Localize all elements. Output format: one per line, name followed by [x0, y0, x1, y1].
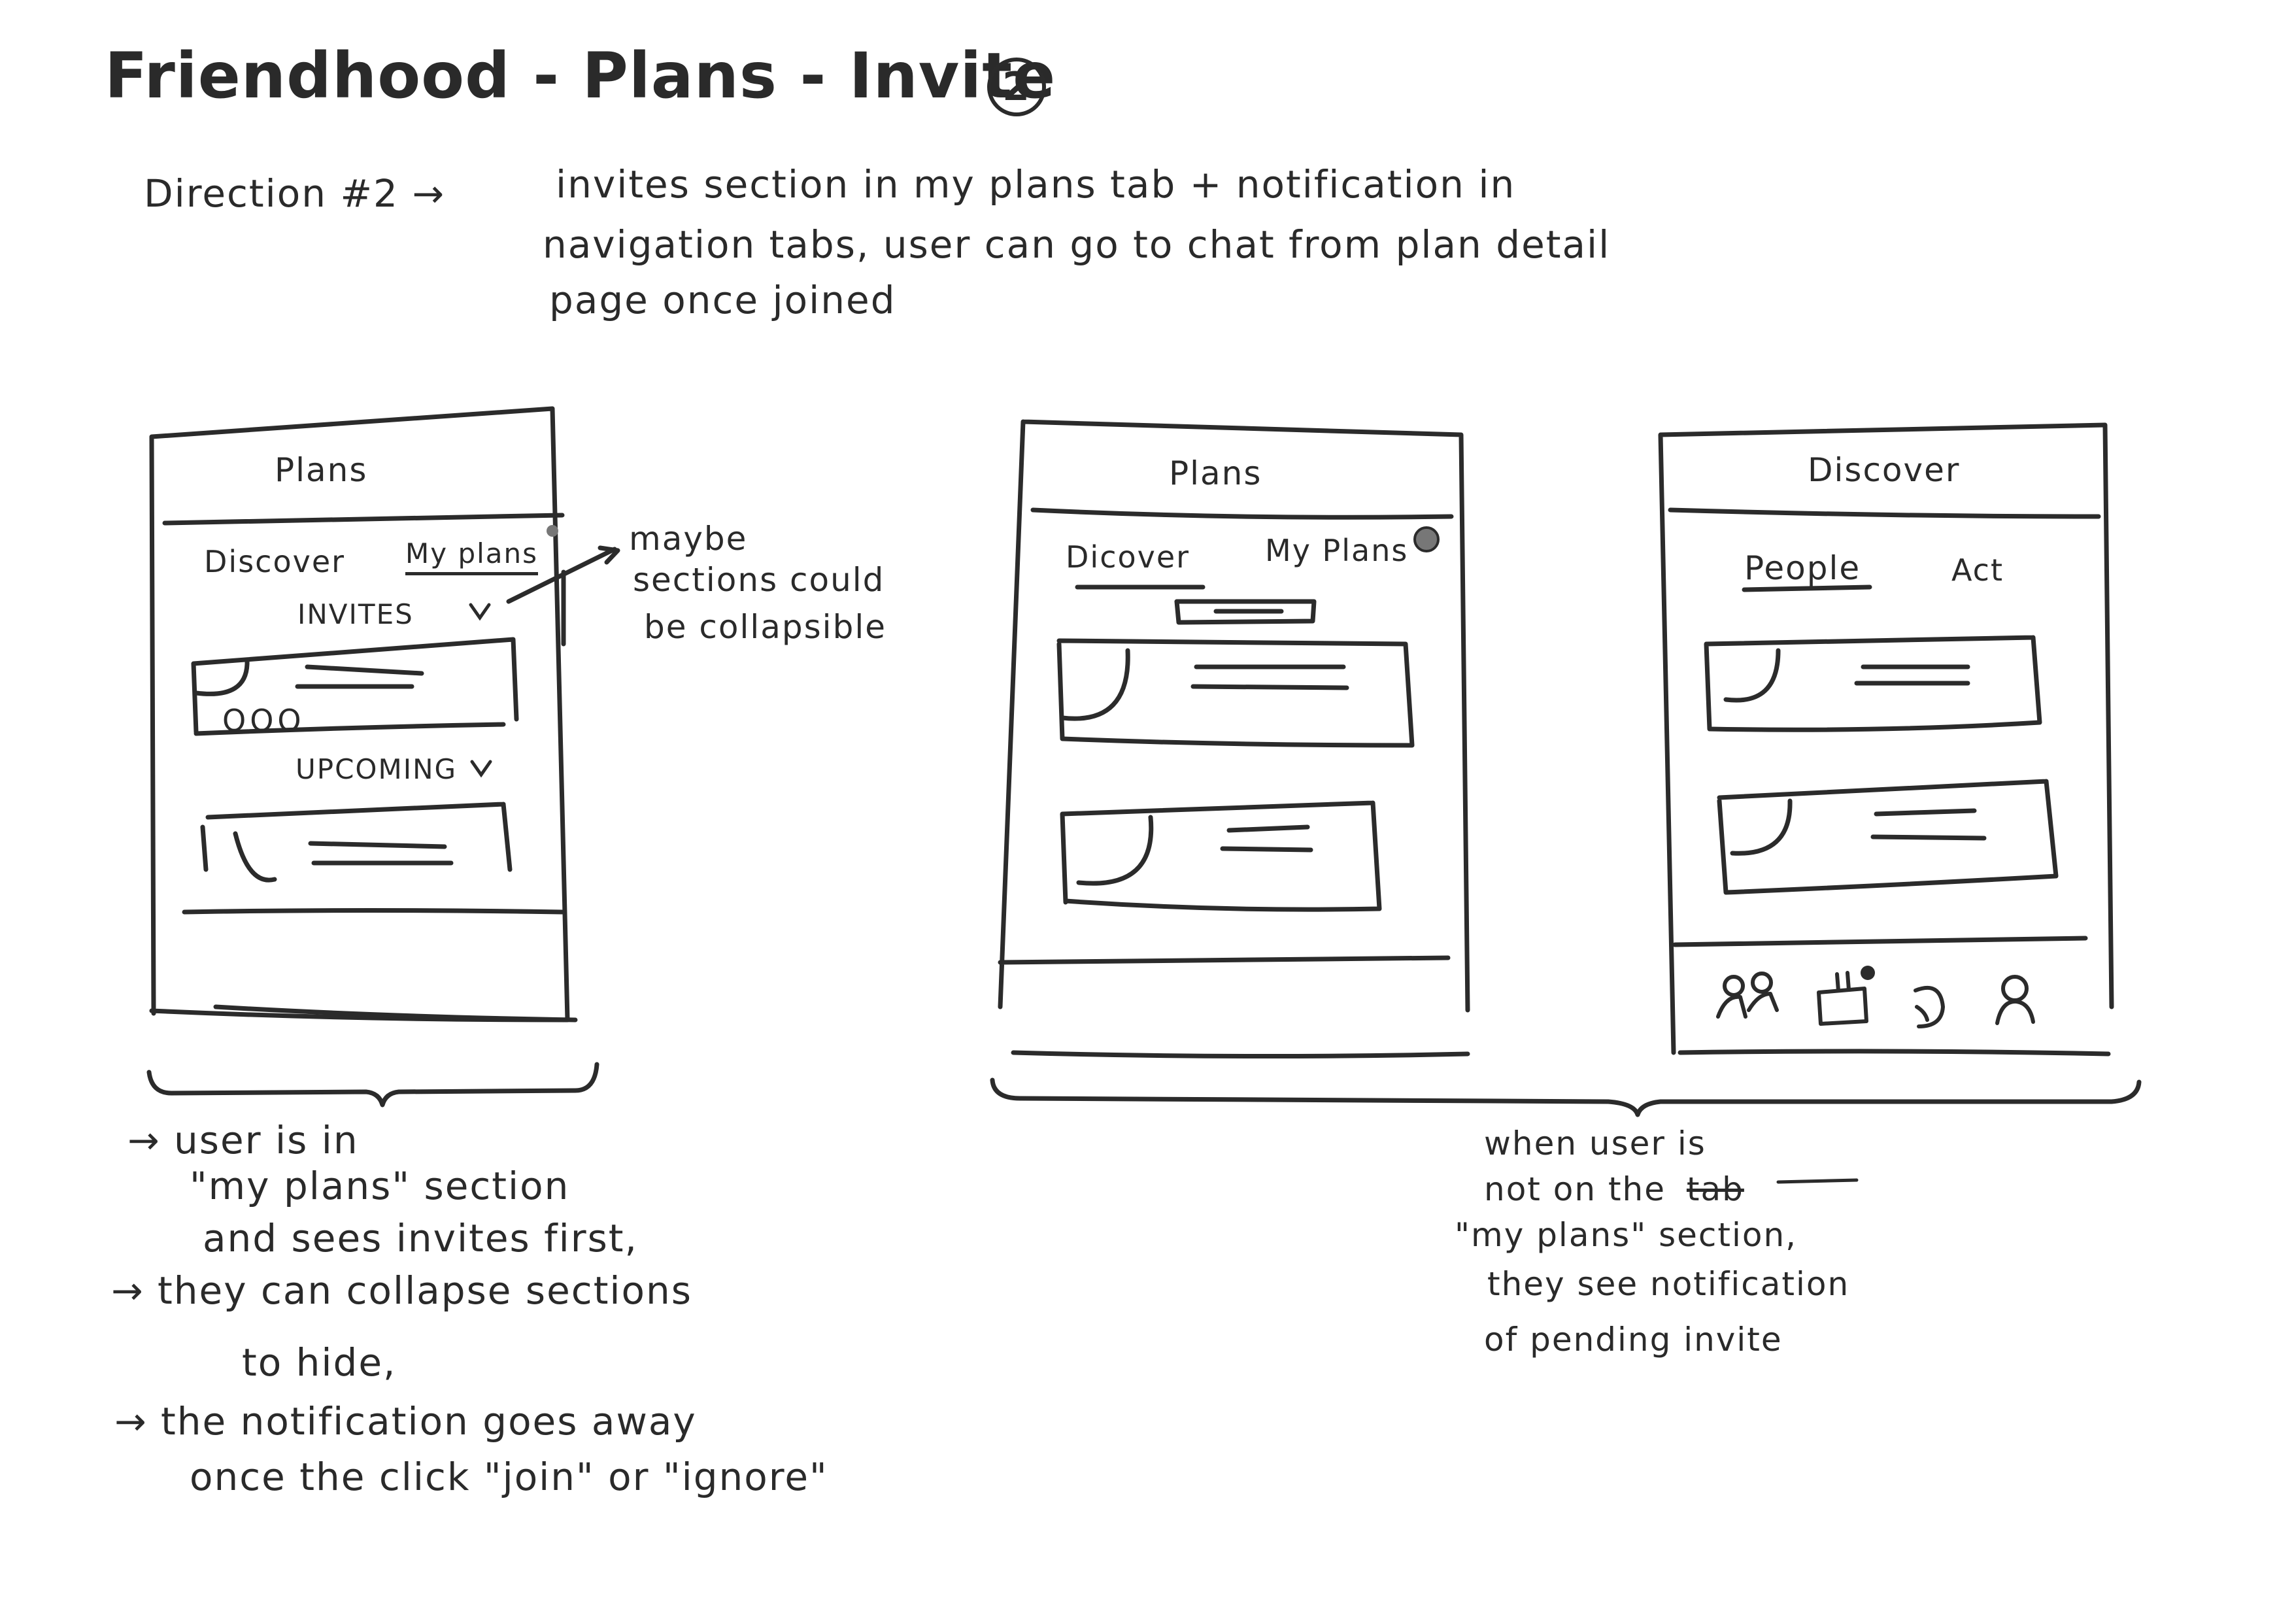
frame1-outline [149, 406, 570, 1023]
frame1-section-invites[interactable]: INVITES [297, 598, 414, 630]
left-note-line-3: and sees invites first, [203, 1216, 638, 1260]
frame2-card1-thumb [1060, 648, 1130, 721]
frame1-bottom-line [213, 1004, 578, 1023]
frame23-brace [990, 1077, 2142, 1117]
frame1-header-divider [162, 513, 565, 526]
direction-line-1: invites section in my plans tab + notifi… [556, 162, 1516, 207]
frame1-section-upcoming[interactable]: UPCOMING [295, 753, 458, 785]
frame3-nav-divider [1672, 936, 2088, 947]
frame3-card2-thumb [1730, 798, 1793, 856]
frame2-bottom-line [1011, 1050, 1470, 1059]
right-note-line-5: of pending invite [1484, 1321, 1783, 1359]
direction-label: Direction #2 → [144, 171, 445, 216]
frame3-card2-line-b [1870, 834, 1987, 841]
frame1-card-dots: OOO [222, 703, 305, 738]
right-note-line-4: they see notification [1487, 1265, 1850, 1303]
frame2-card2-line-b [1220, 846, 1313, 853]
right-notes-strike [1776, 1178, 1859, 1184]
frame1-notification-dot [547, 525, 558, 537]
frame3-card2 [1717, 779, 2059, 895]
frame1-bottom-divider [182, 908, 565, 915]
frame1-card1-thumb [194, 658, 250, 696]
title-number-badge: 2 [987, 58, 1046, 116]
frame3-card1 [1704, 635, 2042, 732]
frame2-card1-line-b [1190, 684, 1349, 690]
left-note-line-4: → they can collapse sections [111, 1268, 693, 1313]
right-note-line-2-struck: tab [1686, 1170, 1744, 1208]
profile-icon [1995, 975, 2035, 1025]
page-title: Friendhood - Plans - Invite [105, 39, 1056, 112]
frame1-card1 [191, 637, 519, 736]
frame3-card1-thumb [1723, 648, 1781, 703]
direction-line-2: navigation tabs, user can go to chat fro… [543, 222, 1611, 267]
frame1-tab-discover[interactable]: Discover [204, 544, 346, 579]
right-note-line-2: not on the tab [1484, 1170, 1744, 1208]
frame1-brace [146, 1062, 599, 1108]
frame3-tab-people[interactable]: People [1744, 549, 1861, 587]
frame3-title: Discover [1808, 451, 1961, 489]
frame2-pill [1174, 599, 1317, 625]
right-note-line-1: when user is [1484, 1125, 1706, 1162]
frame3-outline [1658, 422, 2114, 1057]
frame2-header-divider [1030, 507, 1454, 520]
calendar-icon [1817, 971, 1868, 1026]
frame2-card1 [1056, 638, 1415, 748]
frame1-title: Plans [275, 451, 368, 489]
frame2-card2-line-a [1226, 824, 1310, 833]
frame1-card2-thumb [233, 831, 277, 883]
frame3-card2-line-a [1874, 808, 1977, 817]
chat-icon [1914, 986, 1945, 1028]
frame2-card2 [1060, 800, 1382, 912]
frame1-card2-line-a [308, 841, 447, 849]
left-note-line-7: once the click "join" or "ignore" [190, 1455, 828, 1499]
left-note-line-1: → user is in [127, 1118, 359, 1162]
frame3-tab-act[interactable]: Act [1951, 552, 2004, 588]
frame2-tab-my-plans[interactable]: My Plans [1265, 533, 1409, 568]
frame2-title: Plans [1169, 454, 1262, 492]
collapsible-note-line-2: sections could [633, 561, 885, 599]
frame1-card2 [200, 802, 513, 872]
frame1-card1-line-a [305, 664, 424, 676]
left-note-line-5: to hide, [242, 1340, 397, 1385]
title-number: 2 [1002, 64, 1031, 110]
frame3-nav-notification-dot [1861, 966, 1875, 980]
right-note-line-2-text: not on the [1484, 1170, 1666, 1208]
frame3-header-divider [1668, 507, 2101, 519]
frame3-tab-indicator [1742, 584, 1872, 592]
people-icon [1716, 972, 1779, 1019]
left-note-line-6: → the notification goes away [114, 1399, 697, 1444]
frame2-tab-discover[interactable]: Dicover [1066, 539, 1190, 575]
upcoming-chevron-icon [470, 760, 492, 778]
frame2-card2-thumb [1076, 815, 1154, 886]
frame2-notification-dot [1413, 526, 1440, 552]
frame1-tab-my-plans[interactable]: My plans [405, 537, 539, 575]
left-note-line-2: "my plans" section [190, 1164, 570, 1208]
collapsible-note-line-1: maybe [629, 520, 748, 558]
collapsible-note-line-3: be collapsible [644, 608, 886, 646]
direction-line-3: page once joined [549, 278, 896, 322]
right-note-line-3: "my plans" section, [1455, 1216, 1798, 1254]
page-title-text: Friendhood - Plans - Invite [105, 39, 1056, 112]
frame2-outline [998, 419, 1470, 1013]
invites-chevron-icon [469, 603, 491, 621]
